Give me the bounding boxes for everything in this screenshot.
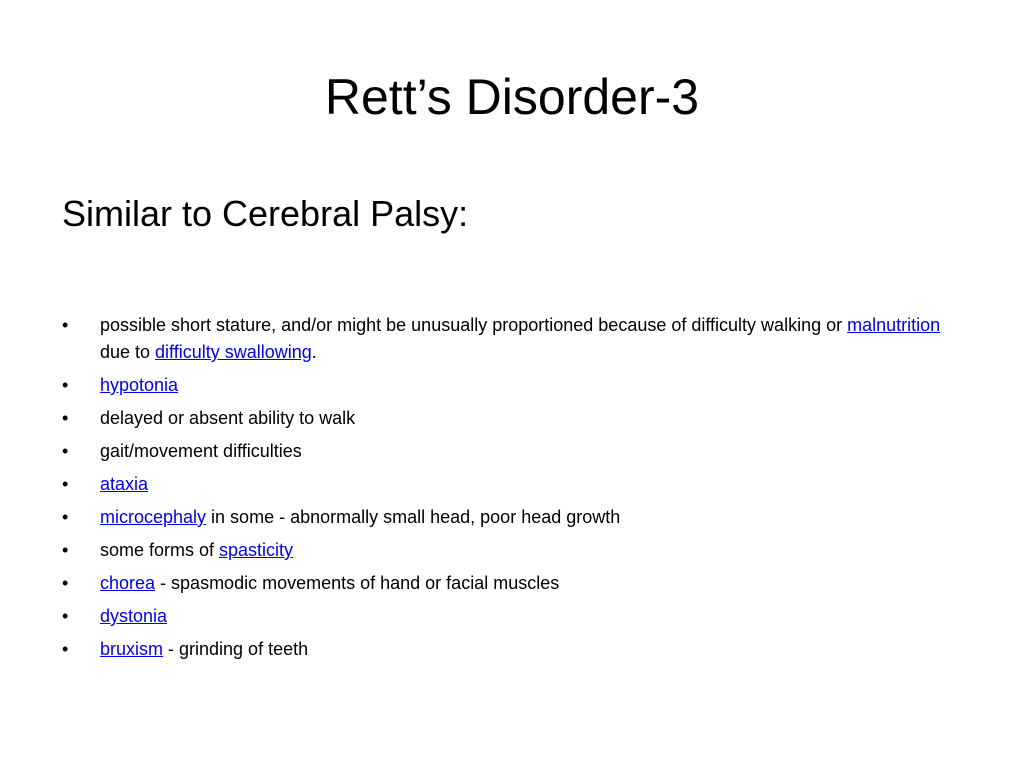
bullet-item-spasticity: • some forms of spasticity [62,537,962,564]
bullet-text: some forms of [100,540,220,560]
link-spasticity[interactable]: spasticity [219,540,294,560]
slide-subtitle: Similar to Cerebral Palsy: [62,193,469,234]
link-ataxia[interactable]: ataxia [100,474,149,494]
bullet-item-gait: • gait/movement difficulties [62,438,962,465]
bullet-icon: • [62,507,69,527]
bullet-item-microcephaly: • microcephaly in some - abnormally smal… [62,504,962,531]
link-chorea[interactable]: chorea [100,573,156,593]
bullet-icon: • [62,375,69,395]
bullet-icon: • [62,315,69,335]
link-dystonia[interactable]: dystonia [100,606,168,626]
bullet-icon: • [62,408,69,428]
bullet-item-ataxia: • ataxia [62,471,962,498]
bullet-item-hypotonia: • hypotonia [62,372,962,399]
bullet-text: gait/movement difficulties [100,441,302,461]
link-bruxism[interactable]: bruxism [100,639,164,659]
bullet-icon: • [62,606,69,626]
bullet-item-dystonia: • dystonia [62,603,962,630]
slide-title: Rett’s Disorder-3 [324,69,700,125]
bullet-item-bruxism: • bruxism - grinding of teeth [62,636,962,663]
bullet-icon: • [62,639,69,659]
bullet-icon: • [62,540,69,560]
link-hypotonia[interactable]: hypotonia [100,375,179,395]
bullet-item-short-stature: • possible short stature, and/or might b… [62,312,962,366]
bullet-item-walk: • delayed or absent ability to walk [62,405,962,432]
bullet-list: • possible short stature, and/or might b… [62,312,962,669]
link-difficulty-swallowing[interactable]: difficulty swallowing [155,342,312,362]
bullet-icon: • [62,441,69,461]
bullet-item-chorea: • chorea - spasmodic movements of hand o… [62,570,962,597]
bullet-icon: • [62,573,69,593]
bullet-text: . [311,342,317,362]
bullet-text: - spasmodic movements of hand or facial … [155,573,560,593]
bullet-text: possible short stature, and/or might be … [100,315,848,335]
link-microcephaly[interactable]: microcephaly [100,507,207,527]
bullet-text: in some - abnormally small head, poor he… [206,507,621,527]
bullet-text: due to [100,342,156,362]
bullet-text: delayed or absent ability to walk [100,408,356,428]
bullet-icon: • [62,474,69,494]
bullet-text: - grinding of teeth [163,639,309,659]
link-malnutrition[interactable]: malnutrition [847,315,941,335]
